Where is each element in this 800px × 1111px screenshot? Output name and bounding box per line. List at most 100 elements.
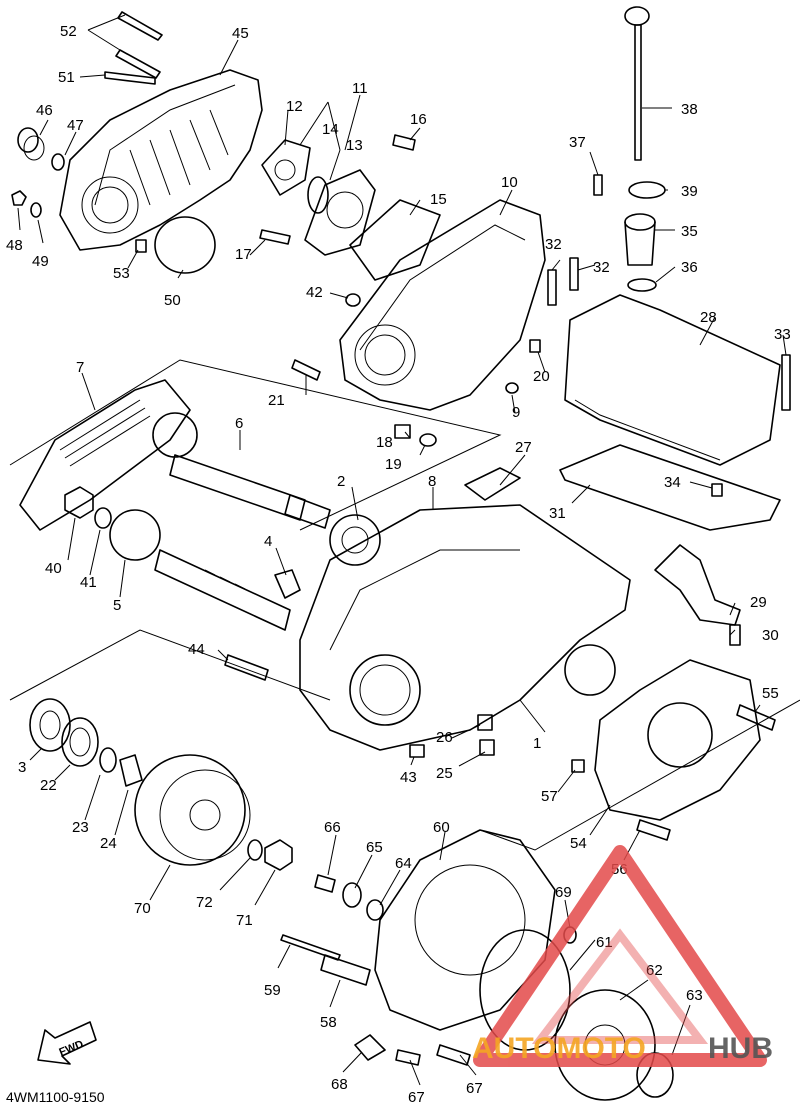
callout-54: 54 [570,835,587,852]
callout-10: 10 [501,174,518,191]
callout-65: 65 [366,839,383,856]
leader-lines [17,14,787,1086]
part-4 [274,569,301,599]
bolt-66 [314,874,336,893]
bolt-25 [479,739,495,756]
callout-12: 12 [286,98,303,115]
gasket-15 [349,199,441,281]
watermark: AUTOMOTO HUB [472,845,773,1067]
shaft-5 [109,509,291,631]
dipstick-38 [624,6,650,161]
callout-61: 61 [596,934,613,951]
callout-33: 33 [774,326,791,343]
fwd-arrow-icon: FWD [37,1021,97,1065]
callout-58: 58 [320,1014,337,1031]
callout-50: 50 [164,292,181,309]
callout-72: 72 [196,894,213,911]
washer-41 [94,507,112,529]
bearing-2 [329,514,381,566]
gasket-27 [464,467,521,501]
callout-32a: 32 [545,236,562,253]
washer-49 [30,202,42,218]
callout-69: 69 [555,884,572,901]
gasket-61 [479,929,571,1051]
callout-11: 11 [352,80,368,97]
seal-64 [366,899,384,921]
plug-26 [477,714,493,731]
collar-24 [119,754,143,787]
pump-13 [304,169,376,256]
bolt-56 [636,819,671,841]
bolt-52b [115,49,161,79]
o-ring-14 [307,176,329,214]
callout-31: 31 [549,505,566,522]
callout-1: 1 [533,735,541,752]
bolt-32a [547,269,557,306]
callout-20: 20 [533,368,550,385]
bolt-67a [395,1049,421,1066]
nut-71 [264,839,293,871]
o-ring-39 [628,181,666,199]
callout-4: 4 [264,533,272,550]
callout-67a: 67 [408,1089,425,1106]
callout-28: 28 [700,309,717,326]
dowel-34 [711,483,723,497]
washer-19 [419,433,437,447]
parts-drawing [9,6,800,1101]
callout-46: 46 [36,102,53,119]
filler-35 [624,213,656,266]
seal-65 [342,882,362,908]
bearing-3 [29,698,71,752]
callout-55: 55 [762,685,779,702]
circlip-23 [99,747,117,773]
dowel-53 [135,239,147,253]
callout-53: 53 [113,265,130,282]
watermark-brand-a: AUTOMOTO [472,1032,646,1065]
diagram-code: 4WM1100-9150 [6,1089,105,1105]
callouts: 1 2 3 4 5 6 7 8 9 10 11 12 13 14 15 16 1… [6,23,791,1106]
callout-32b: 32 [593,259,610,276]
callout-22: 22 [40,777,57,794]
bolt-44 [224,654,269,681]
callout-27: 27 [515,439,532,456]
bolt-33 [781,354,791,411]
warning-triangle-logo-icon [473,845,767,1067]
callout-14: 14 [322,121,339,138]
callout-5: 5 [113,597,121,614]
bolt-17 [259,229,291,245]
callout-35: 35 [681,223,698,240]
callout-21: 21 [268,392,285,409]
callout-15: 15 [430,191,447,208]
cover-54 [594,659,761,821]
callout-37: 37 [569,134,586,151]
callout-71: 71 [236,912,253,929]
callout-7: 7 [76,359,84,376]
callout-63: 63 [686,987,703,1004]
callout-51: 51 [58,69,75,86]
callout-43: 43 [400,769,417,786]
callout-45: 45 [232,25,249,42]
callout-70: 70 [134,900,151,917]
bolt-55 [736,704,776,731]
callout-49: 49 [32,253,49,270]
bolt-37 [593,174,603,196]
left-cover-45 [59,69,263,251]
chain-7 [19,379,191,531]
callout-30: 30 [762,627,779,644]
washer-72 [247,839,263,861]
callout-52: 52 [60,23,77,40]
callout-6: 6 [235,415,243,432]
callout-41: 41 [80,574,97,591]
clip-68 [354,1034,386,1061]
bolt-16 [392,134,416,151]
gasket-31 [559,444,781,531]
callout-19: 19 [385,456,402,473]
callout-38: 38 [681,101,698,118]
bolt-52a [117,11,163,41]
callout-26: 26 [436,729,453,746]
plug-46 [17,127,45,161]
callout-17: 17 [235,246,252,263]
callout-9: 9 [512,404,520,421]
o-ring-36 [627,278,657,292]
